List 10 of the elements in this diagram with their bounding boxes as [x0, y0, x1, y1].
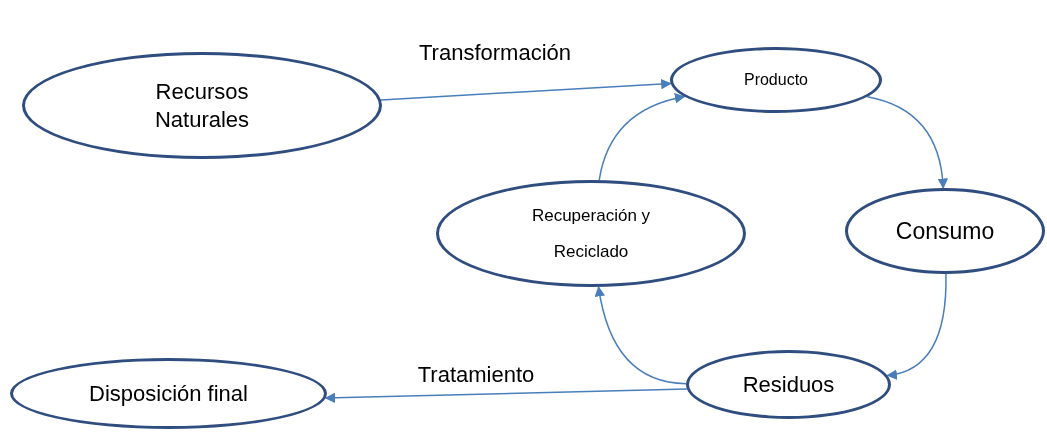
- node-label: Recuperación y Reciclado: [530, 204, 652, 263]
- arrow: [866, 95, 948, 190]
- arrow: [594, 285, 687, 385]
- arrow: [598, 93, 686, 181]
- node-label: Disposición final: [89, 380, 248, 407]
- node-label: Producto: [743, 71, 808, 89]
- node-label: Consumo: [895, 217, 995, 245]
- arrow: [380, 78, 672, 101]
- node-label: Recursos Naturales: [153, 77, 251, 134]
- node-label: Residuos: [742, 371, 835, 398]
